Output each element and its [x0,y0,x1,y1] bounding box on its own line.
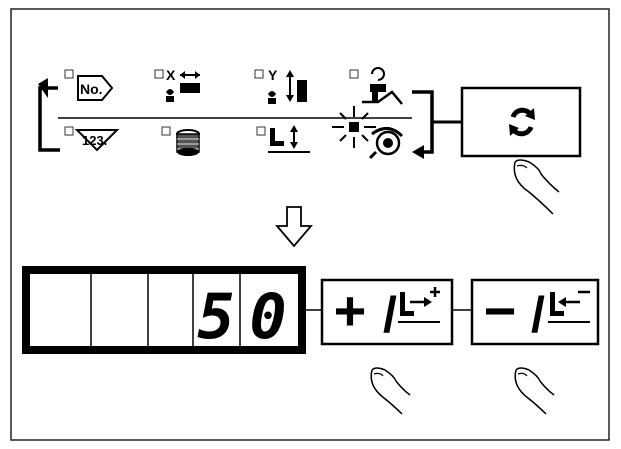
loop-arrow-right [412,145,424,159]
diagram-frame [10,8,610,441]
presser-up-icon [398,287,440,323]
indicator-no-label: No. [80,81,103,97]
indicator-led [254,69,264,79]
indicator-led [256,126,266,136]
loop-arrow-left [38,78,48,98]
presser-height-icon [268,125,310,153]
minus-key-separator: / [531,287,545,343]
indicator-thread-tension [368,127,404,160]
plus-key-separator: / [383,287,397,343]
indicator-y-scale: Y [254,67,307,104]
indicator-led [64,126,74,136]
indicator-x-scale: X [154,67,200,102]
plus-key-symbol: + [334,279,367,342]
finger-press-icon [513,159,560,215]
minus-key-symbol: − [484,279,517,342]
finger-press-icon [514,367,555,415]
indicator-winder [349,67,403,105]
y-scale-icon [268,70,307,104]
indicator-presser [256,106,376,153]
blink-indicator [332,106,376,148]
indicator-x-label: X [166,67,176,83]
x-scale-icon [166,71,200,102]
display-digit-3: 5 [197,280,234,353]
presser-down-icon [548,290,590,323]
number-box-icon [77,75,114,101]
indicator-led [161,126,171,136]
plus-key[interactable]: + / [320,278,454,346]
down-arrow-icon [275,206,313,248]
indicator-led [64,69,74,79]
lcd-display: 5 0 [22,266,306,354]
indicator-thread [161,126,200,156]
bobbin-winder-icon [362,67,403,105]
indicator-led [154,69,164,79]
indicator-y-label: Y [268,67,278,83]
indicator-no: No. [64,69,114,101]
thread-spool-icon [176,129,200,156]
finger-press-icon [370,367,411,415]
loop-bracket-right [412,90,434,154]
indicator-counter: 123. [64,126,120,152]
loop-bracket-left [38,86,60,152]
cycle-arrows-icon [509,107,535,137]
indicator-counter-label: 123. [82,133,107,148]
minus-key[interactable]: − / [470,278,600,346]
tension-icon [368,127,404,160]
select-key[interactable] [460,86,582,158]
indicator-led [349,69,359,79]
counter-icon [74,129,120,152]
display-digit-4: 0 [249,280,286,353]
